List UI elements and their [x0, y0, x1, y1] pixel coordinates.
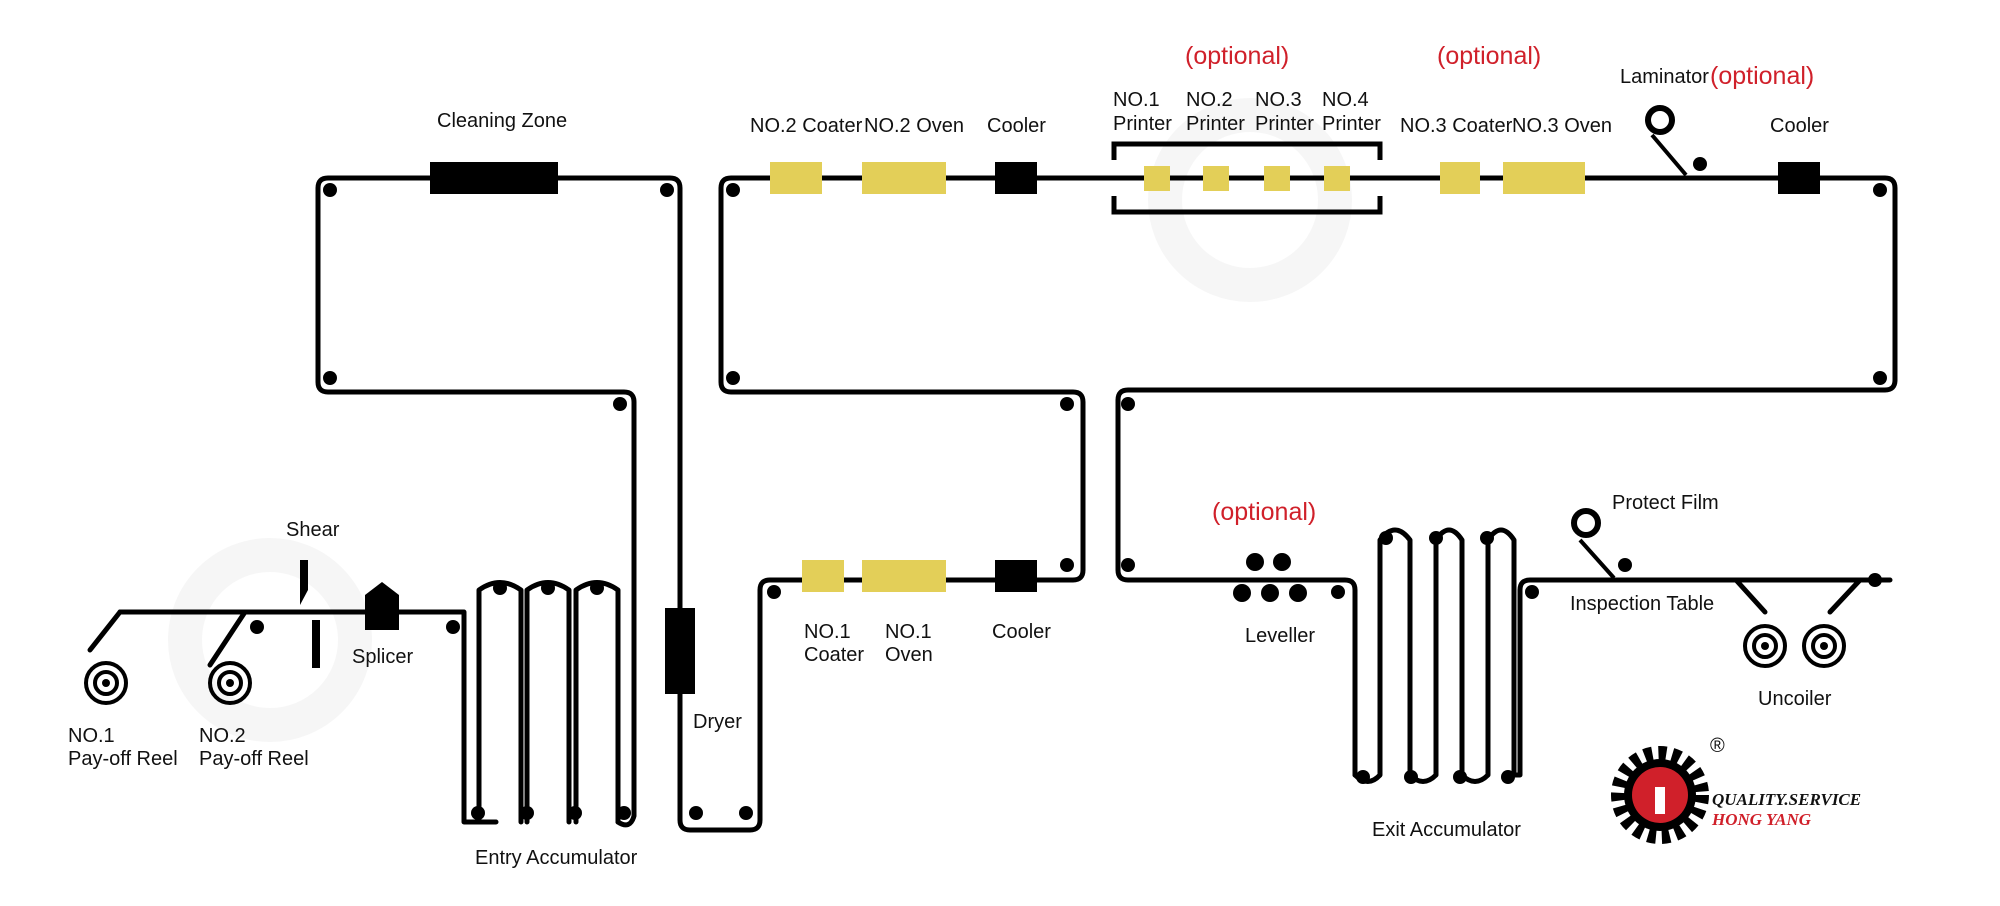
cooler-top1-block — [995, 162, 1037, 194]
cleaning-zone-label: Cleaning Zone — [437, 110, 567, 132]
printer1-label-line1: NO.1 — [1113, 89, 1160, 111]
no1-oven-label-line2: Oven — [885, 644, 933, 666]
shear-label: Shear — [286, 519, 340, 541]
entry-accumulator-label: Entry Accumulator — [475, 847, 638, 869]
registered-mark: ® — [1710, 735, 1725, 757]
no2-oven-block — [862, 162, 946, 194]
printer4-label-line2: Printer — [1322, 113, 1381, 135]
reel1-label-line1: NO.1 — [68, 725, 115, 747]
cooler-top1-label: Cooler — [987, 115, 1046, 137]
printer4-label-line1: NO.4 — [1322, 89, 1369, 111]
no1-coater-label-line2: Coater — [804, 644, 864, 666]
printer1-label-line2: Printer — [1113, 113, 1172, 135]
dryer-block — [665, 608, 695, 694]
no2-coater-block — [770, 162, 822, 194]
optional-laminator-label: (optional) — [1710, 62, 1814, 90]
no1-coater-block — [802, 560, 844, 592]
no3-coater-block — [1440, 162, 1480, 194]
inspection-table-label: Inspection Table — [1570, 593, 1714, 615]
laminator-icon — [1645, 105, 1688, 177]
printer3-label-line1: NO.3 — [1255, 89, 1302, 111]
printer3-label-line2: Printer — [1255, 113, 1314, 135]
leveller-label: Leveller — [1245, 625, 1315, 647]
cooler-mid-label: Cooler — [992, 621, 1051, 643]
printer2-label-line2: Printer — [1186, 113, 1245, 135]
printer1-block — [1144, 166, 1170, 191]
no1-oven-block — [862, 560, 946, 592]
no3-oven-label: NO.3 Oven — [1512, 115, 1612, 137]
no2-oven-label: NO.2 Oven — [864, 115, 964, 137]
no3-coater-label: NO.3 Coater — [1400, 115, 1513, 137]
logo-line2: HONG YANG — [1711, 810, 1812, 829]
cooler-mid-block — [995, 560, 1037, 592]
splicer-label: Splicer — [352, 646, 413, 668]
reel2-label-line2: Pay-off Reel — [199, 748, 309, 770]
no3-oven-block — [1503, 162, 1585, 194]
splicer-icon — [365, 582, 399, 630]
optional-leveller-label: (optional) — [1212, 498, 1316, 526]
printer3-block — [1264, 166, 1290, 191]
optional-coater3-label: (optional) — [1437, 42, 1541, 70]
exit-accumulator-label: Exit Accumulator — [1372, 819, 1521, 841]
printer2-label-line1: NO.2 — [1186, 89, 1233, 111]
cooler-top2-label: Cooler — [1770, 115, 1829, 137]
no1-oven-label-line1: NO.1 — [885, 621, 932, 643]
no2-coater-label: NO.2 Coater — [750, 115, 863, 137]
protect-film-label: Protect Film — [1612, 492, 1719, 514]
no1-coater-label-line1: NO.1 — [804, 621, 851, 643]
optional-printers-label: (optional) — [1185, 42, 1289, 70]
cleaning-zone-block — [430, 162, 558, 194]
gear-watermark-icon — [168, 98, 1352, 742]
gear-logo-icon — [1611, 746, 1709, 844]
rollers — [250, 157, 1887, 820]
reel1-label-line2: Pay-off Reel — [68, 748, 178, 770]
uncoiler-label: Uncoiler — [1758, 688, 1832, 710]
logo-line1: QUALITY.SERVICE — [1712, 790, 1861, 809]
reel2-label-line1: NO.2 — [199, 725, 246, 747]
protect-film-icon — [1571, 508, 1616, 580]
shear-icon — [300, 560, 320, 668]
printer-bracket — [1111, 141, 1383, 215]
laminator-label: Laminator — [1620, 66, 1709, 88]
reel-icon — [84, 624, 1846, 705]
printer2-block — [1203, 166, 1229, 191]
dryer-label: Dryer — [693, 711, 742, 733]
leveller-icon — [1233, 553, 1307, 602]
printer4-block — [1324, 166, 1350, 191]
cooler-top2-block — [1778, 162, 1820, 194]
